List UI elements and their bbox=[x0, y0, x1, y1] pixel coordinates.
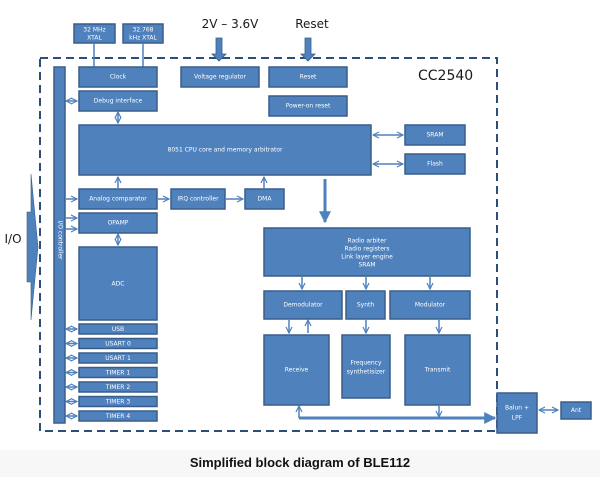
svg-text:ADC: ADC bbox=[112, 281, 125, 288]
io-controller-bar bbox=[53, 66, 66, 424]
transmit-block: Transmit bbox=[404, 334, 471, 406]
svg-text:Flash: Flash bbox=[427, 161, 443, 168]
svg-text:Radio arbiter: Radio arbiter bbox=[348, 238, 387, 245]
svg-text:Clock: Clock bbox=[110, 74, 127, 81]
svg-text:Frequency: Frequency bbox=[351, 360, 382, 367]
demodulator-block: Demodulator bbox=[263, 290, 343, 320]
io-controller-label: I/O controller bbox=[57, 220, 64, 260]
svg-text:synthetisizer: synthetisizer bbox=[347, 369, 386, 376]
svg-text:TIMER 3: TIMER 3 bbox=[105, 399, 130, 406]
svg-text:32.768: 32.768 bbox=[133, 27, 154, 34]
peripheral-block: USART 1 bbox=[78, 352, 158, 364]
svg-text:Transmit: Transmit bbox=[424, 367, 451, 374]
power-on-reset-block: Power-on reset bbox=[268, 95, 348, 117]
svg-text:USART 1: USART 1 bbox=[105, 355, 131, 362]
io-label: I/O bbox=[4, 232, 21, 246]
frequency-synthesizer-block: Frequency synthetisizer bbox=[341, 334, 391, 399]
svg-text:Ant: Ant bbox=[571, 407, 582, 414]
dma-block: DMA bbox=[244, 188, 285, 210]
balun-lpf-block: Balun + LPF bbox=[496, 392, 538, 434]
synth-block: Synth bbox=[345, 290, 386, 320]
antenna-block: Ant bbox=[560, 401, 592, 420]
radio-block: Radio arbiter Radio registers Link layer… bbox=[263, 227, 471, 277]
supply-arrow bbox=[211, 37, 227, 62]
svg-text:Analog comparator: Analog comparator bbox=[89, 196, 147, 203]
svg-text:Synth: Synth bbox=[357, 302, 375, 309]
svg-text:DMA: DMA bbox=[258, 196, 273, 203]
peripheral-block: TIMER 2 bbox=[78, 381, 158, 393]
sram-block: SRAM bbox=[404, 124, 466, 146]
svg-text:Link layer engine: Link layer engine bbox=[341, 254, 393, 261]
svg-text:USB: USB bbox=[112, 326, 124, 333]
svg-text:Receive: Receive bbox=[285, 367, 309, 374]
peripheral-list: USB USART 0 USART 1 TIMER 1 TIMER 2 TIMER 3 TI… bbox=[66, 323, 158, 422]
svg-text:8051 CPU core and memory arbit: 8051 CPU core and memory arbitrator bbox=[168, 147, 283, 154]
svg-text:SRAM: SRAM bbox=[358, 262, 375, 269]
reset-block: Reset bbox=[268, 66, 348, 88]
svg-text:Modulator: Modulator bbox=[415, 302, 446, 309]
adc-block: ADC bbox=[78, 246, 158, 321]
peripheral-block: USART 0 bbox=[78, 337, 158, 350]
svg-text:kHz XTAL: kHz XTAL bbox=[129, 35, 157, 42]
svg-text:Voltage regulator: Voltage regulator bbox=[194, 74, 246, 81]
svg-text:Debug interface: Debug interface bbox=[94, 98, 143, 105]
chip-boundary bbox=[39, 57, 498, 432]
io-arrow bbox=[26, 173, 39, 321]
caption-background bbox=[0, 450, 600, 477]
figure-caption: Simplified block diagram of BLE112 bbox=[189, 455, 411, 470]
svg-text:Reset: Reset bbox=[300, 74, 317, 81]
flash-block: Flash bbox=[404, 153, 466, 175]
debug-interface-block: Debug interface bbox=[78, 90, 158, 112]
clock-block: Clock bbox=[78, 66, 158, 88]
block-diagram: CC2540 32 MHz XTAL 32.768 kHz XTAL 2V – … bbox=[4, 17, 592, 434]
analog-comparator-block: Analog comparator bbox=[78, 188, 158, 210]
svg-text:IRQ controller: IRQ controller bbox=[177, 196, 219, 203]
svg-text:TIMER 4: TIMER 4 bbox=[105, 413, 130, 420]
voltage-regulator-block: Voltage regulator bbox=[180, 66, 260, 88]
cpu-block: 8051 CPU core and memory arbitrator bbox=[78, 124, 372, 176]
svg-text:32 MHz: 32 MHz bbox=[83, 27, 105, 34]
svg-text:Power-on reset: Power-on reset bbox=[286, 103, 331, 110]
xtal-32khz: 32.768 kHz XTAL bbox=[122, 23, 164, 44]
peripheral-block: TIMER 3 bbox=[78, 395, 158, 408]
svg-text:SRAM: SRAM bbox=[426, 132, 443, 139]
svg-text:OPAMP: OPAMP bbox=[108, 220, 129, 227]
peripheral-block: USB bbox=[78, 323, 158, 335]
modulator-block: Modulator bbox=[389, 290, 471, 320]
svg-text:XTAL: XTAL bbox=[87, 35, 102, 42]
opamp-block: OPAMP bbox=[78, 212, 158, 234]
xtal-32mhz: 32 MHz XTAL bbox=[73, 23, 116, 44]
svg-text:Demodulator: Demodulator bbox=[283, 302, 323, 309]
chip-name: CC2540 bbox=[418, 68, 473, 84]
reset-arrow bbox=[300, 37, 316, 62]
svg-text:USART 0: USART 0 bbox=[105, 341, 131, 348]
reset-input-label: Reset bbox=[295, 17, 329, 31]
peripheral-block: TIMER 1 bbox=[78, 366, 158, 379]
svg-text:TIMER 2: TIMER 2 bbox=[105, 384, 130, 391]
receive-block: Receive bbox=[263, 334, 330, 406]
svg-text:TIMER 1: TIMER 1 bbox=[105, 370, 130, 377]
svg-text:LPF: LPF bbox=[512, 415, 523, 422]
svg-text:Balun +: Balun + bbox=[505, 405, 529, 412]
peripheral-block: TIMER 4 bbox=[78, 410, 158, 422]
svg-text:Radio registers: Radio registers bbox=[344, 246, 389, 253]
supply-label: 2V – 3.6V bbox=[202, 17, 260, 31]
irq-controller-block: IRQ controller bbox=[170, 188, 226, 210]
